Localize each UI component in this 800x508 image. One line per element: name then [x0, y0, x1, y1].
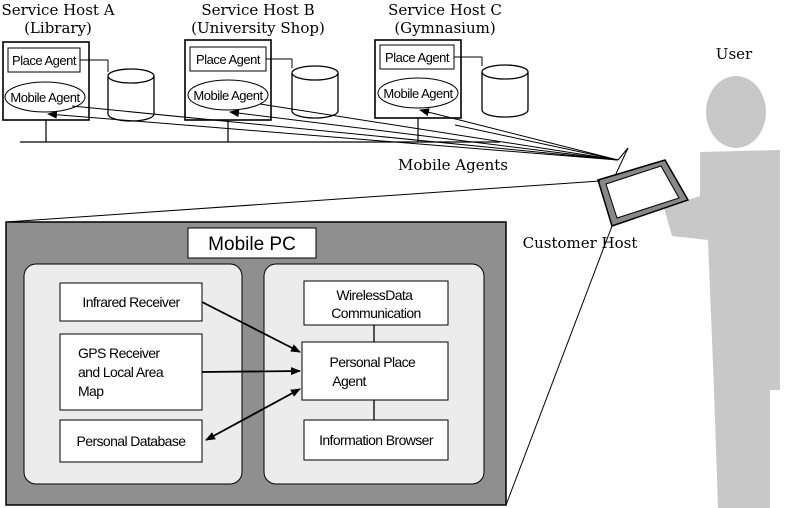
- personal-database-label: Personal Database: [77, 433, 187, 449]
- host-a-place-agent-label: Place Agent: [12, 53, 77, 68]
- database-agent-arrow: [205, 388, 301, 441]
- personal-database-box: [59, 419, 203, 463]
- user-body: [664, 150, 780, 508]
- gps-receiver-label: GPS Receiver and Local Area Map: [78, 345, 166, 399]
- host-c-database-icon: [481, 64, 529, 118]
- host-a-subtitle: (Library): [24, 19, 92, 37]
- host-b-title: Service Host B: [201, 1, 314, 19]
- host-b-mobile-agent-ellipse: [187, 79, 269, 111]
- host-c-title: Service Host C: [388, 1, 502, 19]
- gps-to-agent-arrow: [201, 367, 301, 376]
- host-c-mobile-agent-ellipse: [377, 77, 459, 109]
- service-host-a: Place Agent Mobile Agent: [2, 41, 155, 142]
- wireless-comm-box: [303, 280, 449, 326]
- service-host-b: Place Agent Mobile Agent: [184, 39, 339, 142]
- host-c-place-agent-label: Place Agent: [385, 50, 450, 65]
- mobile-agents-label: Mobile Agents: [398, 156, 508, 174]
- customer-host-device-icon: [597, 159, 690, 227]
- host-a-database-icon: [107, 68, 155, 122]
- host-b-database-icon: [291, 65, 339, 119]
- customer-host-label: Customer Host: [523, 234, 638, 252]
- host-b-subtitle: (University Shop): [191, 19, 325, 37]
- information-browser-label: Information Browser: [319, 432, 434, 448]
- mobile-pc-title: Mobile PC: [208, 234, 296, 255]
- host-b-place-agent-label: Place Agent: [196, 52, 261, 67]
- host-a-mobile-agent-ellipse: [4, 81, 86, 113]
- service-host-c: Place Agent Mobile Agent: [374, 39, 529, 142]
- infrared-receiver-box: [59, 282, 203, 322]
- user-label: User: [716, 45, 753, 63]
- zoom-line-top: [5, 180, 601, 223]
- user-head: [706, 76, 766, 148]
- host-c-subtitle: (Gymnasium): [394, 19, 495, 37]
- personal-place-agent-label: Personal Place Agent: [329, 354, 418, 389]
- personal-place-agent-box: [301, 341, 449, 401]
- host-a-title: Service Host A: [1, 1, 114, 19]
- host-a-mobile-agent-label: Mobile Agent: [10, 90, 80, 105]
- mobile-agent-paths: [47, 103, 629, 179]
- host-b-mobile-agent-label: Mobile Agent: [193, 88, 263, 103]
- infrared-receiver-label: Infrared Receiver: [82, 294, 180, 310]
- mobile-pc-title-box: [187, 227, 317, 259]
- host-c-mobile-agent-label: Mobile Agent: [383, 86, 453, 101]
- information-browser-box: [303, 419, 449, 461]
- wireless-comm-label: WirelessData Communication: [331, 287, 420, 321]
- infrared-to-agent-arrow: [201, 301, 301, 353]
- host-c-place-agent-box: [379, 44, 455, 70]
- user-figure: [664, 76, 780, 508]
- zoom-line-bottom: [505, 225, 613, 506]
